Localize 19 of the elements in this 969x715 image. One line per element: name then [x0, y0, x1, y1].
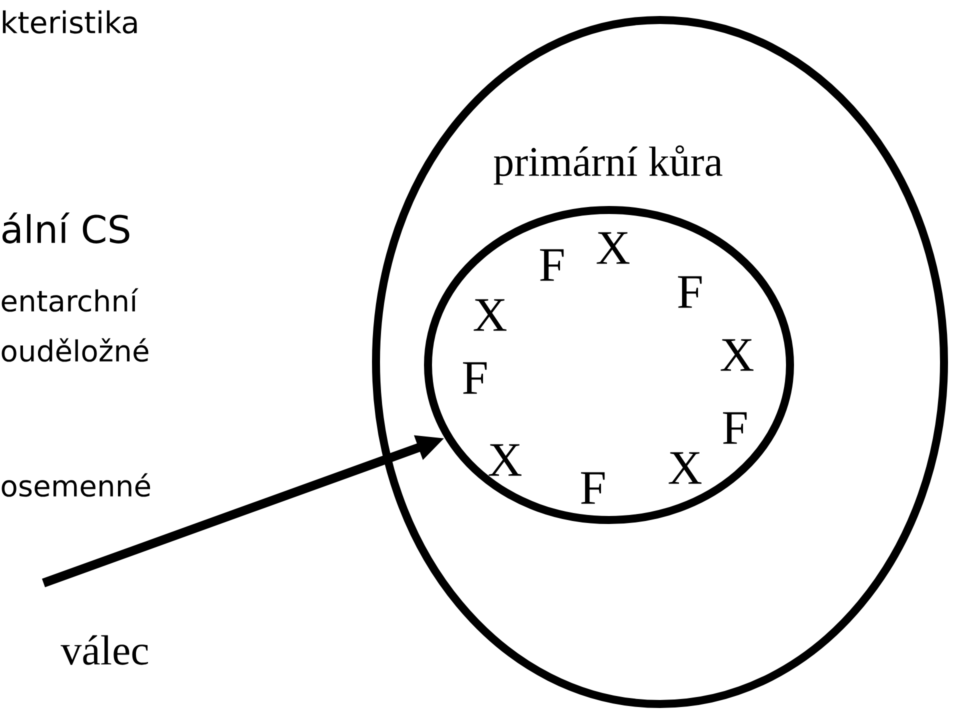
label-text: entarchní	[2, 288, 138, 312]
label-text: kteristika	[2, 10, 137, 34]
letter: F	[678, 276, 702, 308]
inner-ring	[424, 206, 794, 524]
label-text: osemenné	[2, 473, 150, 497]
label-text: ouděložné	[2, 338, 148, 362]
letter: X	[488, 444, 522, 476]
letter: X	[474, 299, 506, 331]
letter: X	[596, 232, 630, 264]
letter: F	[723, 412, 747, 444]
letter: F	[463, 362, 487, 394]
letter: X	[668, 452, 702, 484]
ring	[372, 16, 948, 708]
letter: F	[581, 472, 605, 504]
label-text: válec	[60, 635, 148, 665]
letter: F	[540, 249, 564, 281]
letter: X	[720, 339, 754, 371]
label-text: ální CS	[2, 212, 130, 244]
region-label: primární kůra	[494, 145, 722, 185]
